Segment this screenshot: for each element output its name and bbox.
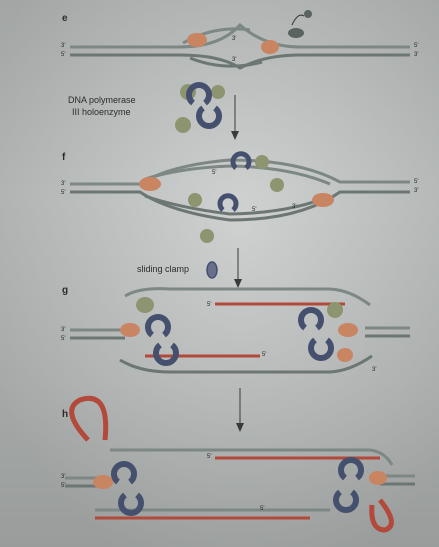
end-label-e-3a: 3' <box>232 36 236 42</box>
panel-label-h: h <box>62 410 68 420</box>
end-label-g-5l: 5' <box>61 336 65 342</box>
end-label-f-5l: 5' <box>61 190 65 196</box>
end-label-e-3b: 3' <box>232 57 236 63</box>
end-label-f-5r: 5' <box>414 179 418 185</box>
panel-e-replication-bubble <box>70 10 410 68</box>
helicase-left-e <box>187 33 207 47</box>
panel-label-e: e <box>62 14 68 24</box>
release-arrow-e <box>292 15 304 25</box>
end-label-e-5r: 5' <box>414 43 418 49</box>
helicase-left-f <box>139 177 161 191</box>
polymerase-left-g <box>148 317 168 335</box>
end-label-e-3l: 3' <box>61 43 65 49</box>
panel-label-g: g <box>62 286 68 296</box>
end-label-g-5a: 5' <box>207 302 211 308</box>
helicase-right-e <box>261 40 279 54</box>
sliding-clamp-label: sliding clamp <box>137 265 189 274</box>
sliding-clamp-icon <box>207 262 217 278</box>
end-label-h-3l: 3' <box>61 474 65 480</box>
end-label-f-3a: 3' <box>292 204 296 210</box>
end-label-g-3a: 3' <box>372 367 376 373</box>
polymerase-bottom-f <box>220 196 236 210</box>
lagging-loop-h <box>72 398 106 440</box>
polymerase-label-line2: III holoenzyme <box>72 108 131 117</box>
polymerase-left-h <box>114 464 134 482</box>
end-label-g-3l: 3' <box>61 327 65 333</box>
released-subunit-e <box>304 10 312 18</box>
end-label-g-5b: 5' <box>262 352 266 358</box>
panel-f-bubble <box>70 154 410 243</box>
panel-label-f: f <box>62 153 65 163</box>
end-label-f-5a: 5' <box>212 170 216 176</box>
end-label-e-5l: 5' <box>61 52 65 58</box>
polymerase-right-g <box>301 310 321 328</box>
panel-g-forks <box>70 289 410 372</box>
helicase-right-f <box>312 193 334 207</box>
end-label-h-5b: 5' <box>260 506 264 512</box>
primase-e <box>288 28 304 38</box>
polymerase-label-line1: DNA polymerase <box>68 96 136 105</box>
end-label-f-5b: 5' <box>252 207 256 213</box>
end-label-h-5a: 5' <box>207 454 211 460</box>
end-label-f-3r: 3' <box>414 188 418 194</box>
end-label-f-3l: 3' <box>61 181 65 187</box>
polymerase-right-h <box>341 460 361 478</box>
end-label-h-5l: 5' <box>61 483 65 489</box>
polymerase-holoenzyme-icon <box>175 84 225 133</box>
end-label-e-3r: 3' <box>414 52 418 58</box>
